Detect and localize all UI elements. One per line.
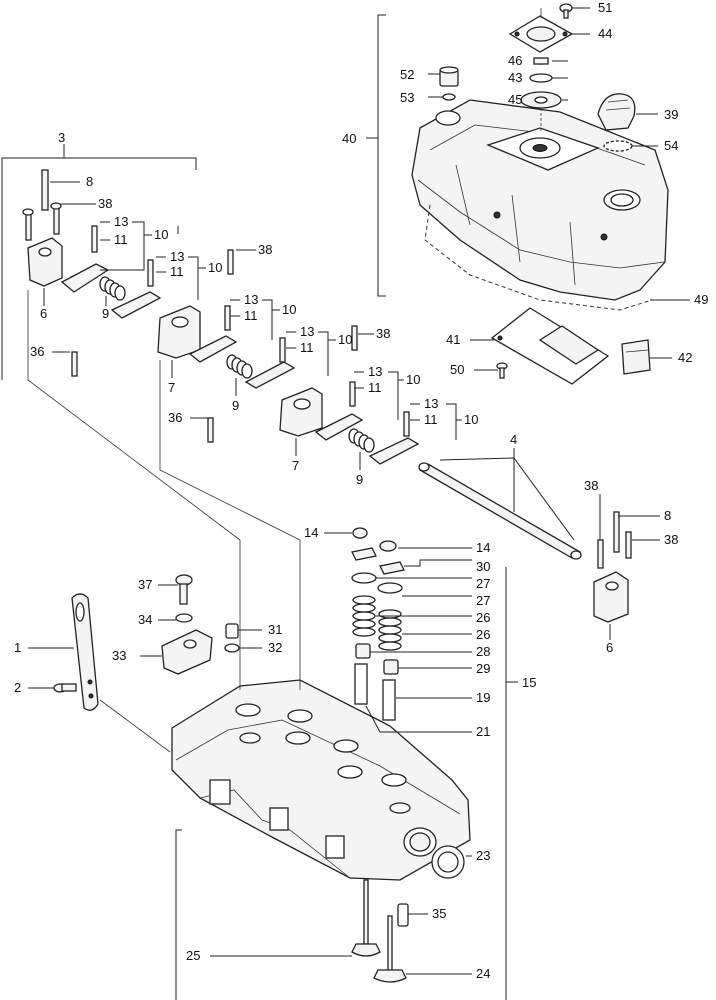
- callout-1: 1: [14, 640, 21, 655]
- callout-38-b: 38: [258, 242, 272, 257]
- callout-54: 54: [664, 138, 678, 153]
- callout-24: 24: [476, 966, 490, 981]
- callout-39: 39: [664, 107, 678, 122]
- callout-9-a: 9: [102, 306, 109, 321]
- callout-9-b: 9: [232, 398, 239, 413]
- callout-32: 32: [268, 640, 282, 655]
- callout-51: 51: [598, 0, 612, 15]
- group-brackets: [1, 14, 518, 1000]
- cylinder-head: [171, 679, 471, 881]
- callout-36-a: 36: [30, 344, 44, 359]
- callout-numbers: 51 44 46 43 52 45 53 39 40 54 3 8 38 13 …: [14, 0, 708, 981]
- callout-44: 44: [598, 26, 612, 41]
- callout-10-a: 10: [154, 227, 168, 242]
- callout-7-b: 7: [292, 458, 299, 473]
- callout-14-a: 14: [304, 525, 318, 540]
- cover-gasket: [424, 204, 653, 311]
- callout-40: 40: [342, 131, 356, 146]
- callout-36-b: 36: [168, 410, 182, 425]
- oil-plug: [439, 66, 459, 101]
- callout-10-c: 10: [282, 302, 296, 317]
- callout-9-c: 9: [356, 472, 363, 487]
- callout-19: 19: [476, 690, 490, 705]
- breather-plate: [490, 307, 651, 385]
- callout-49: 49: [694, 292, 708, 307]
- callout-27-b: 27: [476, 593, 490, 608]
- callout-30: 30: [476, 559, 490, 574]
- callout-15: 15: [522, 675, 536, 690]
- callout-29: 29: [476, 661, 490, 676]
- callout-38-d: 38: [584, 478, 598, 493]
- head-accessories: [161, 574, 240, 675]
- callout-13-a: 13: [114, 214, 128, 229]
- callout-10-e: 10: [406, 372, 420, 387]
- callout-45: 45: [508, 92, 522, 107]
- callout-52: 52: [400, 67, 414, 82]
- callout-11-d: 11: [300, 340, 314, 355]
- callout-6-right: 6: [606, 640, 613, 655]
- valve-cover: [411, 99, 669, 301]
- callout-43: 43: [508, 70, 522, 85]
- filler-cap: [597, 93, 636, 152]
- callout-14-b: 14: [476, 540, 490, 555]
- callout-35: 35: [432, 906, 446, 921]
- callout-8-right: 8: [664, 508, 671, 523]
- callout-13-b: 13: [170, 249, 184, 264]
- callout-46: 46: [508, 53, 522, 68]
- callout-6-left: 6: [40, 306, 47, 321]
- lifting-bracket: [53, 593, 99, 711]
- callout-26-b: 26: [476, 627, 490, 642]
- callout-7-a: 7: [168, 380, 175, 395]
- callout-42: 42: [678, 350, 692, 365]
- callout-27-a: 27: [476, 576, 490, 591]
- cover-bolt: [559, 3, 573, 19]
- callout-13-e: 13: [368, 364, 382, 379]
- callout-41: 41: [446, 332, 460, 347]
- callout-11-b: 11: [170, 264, 184, 279]
- callout-38-c: 38: [376, 326, 390, 341]
- callout-34: 34: [138, 612, 152, 627]
- callout-25: 25: [186, 948, 200, 963]
- callout-2: 2: [14, 680, 21, 695]
- callout-13-d: 13: [300, 324, 314, 339]
- callout-33: 33: [112, 648, 126, 663]
- callout-3: 3: [58, 130, 65, 145]
- callout-4: 4: [510, 432, 517, 447]
- callout-10-b: 10: [208, 260, 222, 275]
- callout-13-c: 13: [244, 292, 258, 307]
- callout-28: 28: [476, 644, 490, 659]
- callout-13-f: 13: [424, 396, 438, 411]
- callout-53: 53: [400, 90, 414, 105]
- valves: [351, 879, 409, 983]
- callout-38-left: 38: [98, 196, 112, 211]
- callout-26-a: 26: [476, 610, 490, 625]
- callout-11-c: 11: [244, 308, 258, 323]
- callout-11-a: 11: [114, 232, 128, 247]
- callout-11-f: 11: [424, 412, 438, 427]
- valve-parts: [351, 527, 405, 721]
- callout-11-e: 11: [368, 380, 382, 395]
- callout-10-d: 10: [338, 332, 352, 347]
- callout-8-left: 8: [86, 174, 93, 189]
- rocker-assembly: [22, 169, 632, 623]
- leader-lines: [27, 7, 690, 975]
- callout-38-e: 38: [664, 532, 678, 547]
- callout-31: 31: [268, 622, 282, 637]
- callout-21: 21: [476, 724, 490, 739]
- breather-parts: [508, 8, 574, 132]
- callout-23: 23: [476, 848, 490, 863]
- callout-10-f: 10: [464, 412, 478, 427]
- callout-50: 50: [450, 362, 464, 377]
- callout-37: 37: [138, 577, 152, 592]
